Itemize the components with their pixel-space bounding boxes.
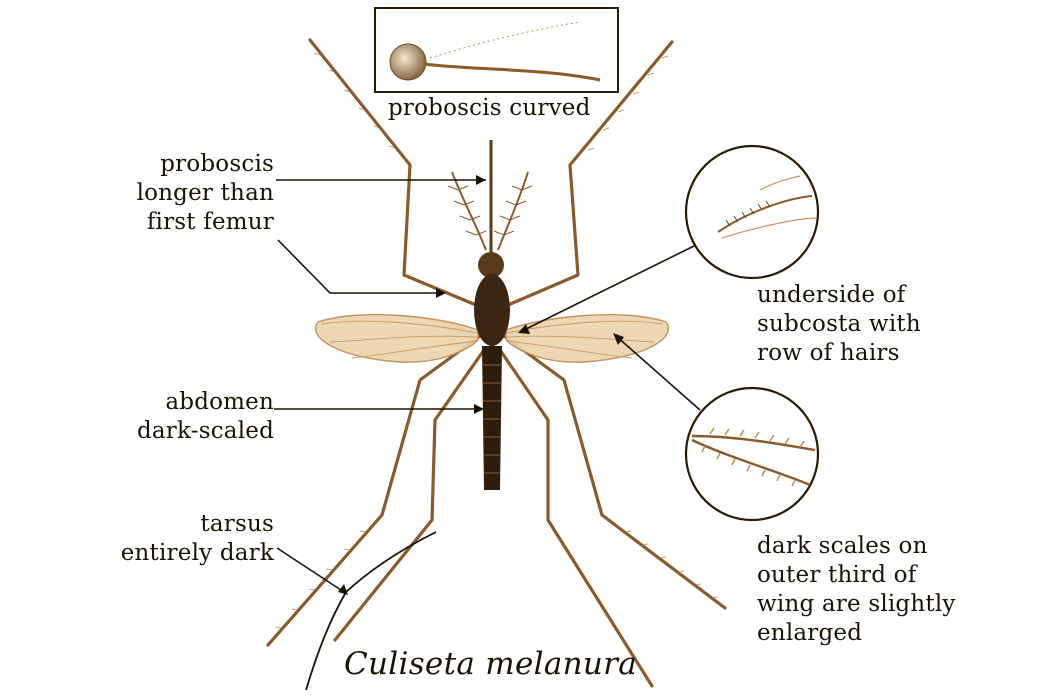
- wing-scales-label: dark scales on outer third of wing are s…: [757, 533, 956, 646]
- wings: [315, 313, 669, 363]
- middle-right-leg: [502, 334, 727, 610]
- tarsus-detail-inset: [305, 531, 437, 691]
- species-name: Culiseta melanura: [344, 646, 638, 682]
- proboscis-length-label: proboscis longer than first femur: [136, 151, 274, 235]
- subcosta-callout-line: [519, 245, 695, 333]
- body: [474, 252, 510, 490]
- legs: [266, 38, 727, 688]
- subcosta-label: underside of subcosta with row of hairs: [757, 282, 921, 366]
- head: [478, 252, 504, 278]
- leg-bristles: [275, 52, 719, 629]
- front-right-leg: [506, 40, 674, 307]
- thorax: [474, 274, 510, 346]
- femur-callout-line: [277, 239, 442, 294]
- tarsus-callout-line: [276, 547, 345, 593]
- hind-left-leg: [333, 348, 486, 642]
- subcosta-hairs-inset: [684, 144, 820, 280]
- tarsus-label: tarsus entirely dark: [120, 511, 274, 566]
- callout-lines: [274, 179, 701, 593]
- callout-arrowheads: [338, 175, 624, 595]
- middle-left-leg: [266, 334, 482, 647]
- hind-right-leg: [498, 348, 654, 688]
- wing-scales-callout-line: [615, 335, 701, 411]
- proboscis-curved-label: proboscis curved: [388, 95, 591, 121]
- wing-scales-inset: [684, 386, 820, 522]
- proboscis-curved-inset: [374, 7, 619, 93]
- abdomen: [482, 346, 502, 490]
- abdomen-label: abdomen dark-scaled: [136, 389, 274, 444]
